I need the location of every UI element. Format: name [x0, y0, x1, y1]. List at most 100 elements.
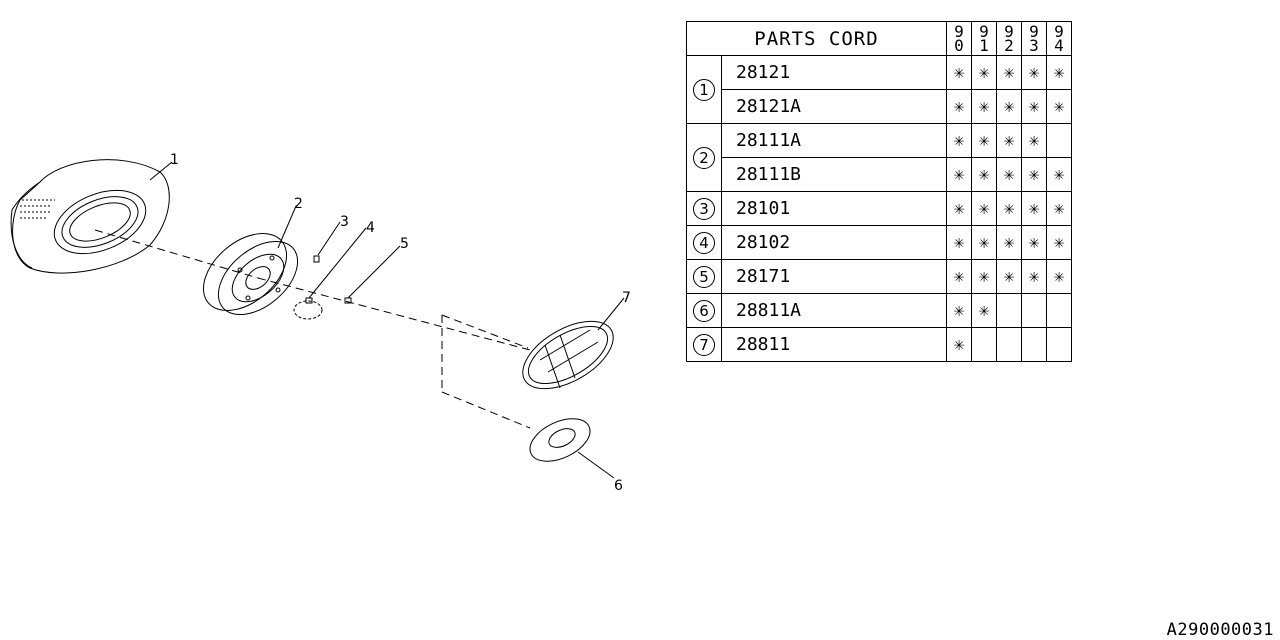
part-index-number: 1: [693, 78, 715, 101]
part-index-number: 2: [693, 146, 715, 169]
year-mark: ✳: [1021, 157, 1047, 192]
callout-3: 3: [340, 214, 349, 230]
part-index: 3: [686, 191, 722, 226]
hardware-drawing: [293, 255, 352, 320]
year-mark: ✳: [971, 225, 997, 260]
year-mark: [1046, 327, 1072, 362]
callout-5: 5: [400, 236, 409, 252]
cover-drawing: [522, 320, 614, 390]
part-code: 28121A: [721, 89, 947, 124]
assembly-lines: [94, 229, 531, 429]
part-index-number: 7: [693, 333, 715, 356]
part-index: 2: [686, 123, 722, 192]
year-mark: ✳: [1021, 55, 1047, 90]
part-code: 28811A: [721, 293, 947, 328]
year-mark: ✳: [971, 259, 997, 294]
year-mark: ✳: [1021, 89, 1047, 124]
year-mark: ✳: [996, 123, 1022, 158]
table-title: PARTS CORD: [686, 21, 947, 56]
year-mark: ✳: [946, 259, 972, 294]
year-mark: ✳: [946, 191, 972, 226]
leader-lines: [149, 161, 625, 479]
year-mark: ✳: [971, 157, 997, 192]
callout-1: 1: [170, 152, 179, 168]
part-index-number: 3: [693, 197, 715, 220]
year-mark: [1021, 293, 1047, 328]
year-mark: ✳: [996, 191, 1022, 226]
callout-7: 7: [622, 290, 631, 306]
table-row: 28111B✳✳✳✳✳: [687, 157, 1072, 192]
part-index-number: 5: [693, 265, 715, 288]
part-index: 1: [686, 55, 722, 124]
year-mark: [971, 327, 997, 362]
year-mark: ✳: [1046, 259, 1072, 294]
part-index: 5: [686, 259, 722, 294]
part-index-number: 6: [693, 299, 715, 322]
ornament-drawing: [529, 418, 591, 462]
year-mark: [1046, 293, 1072, 328]
year-mark: [996, 327, 1022, 362]
year-mark: ✳: [946, 225, 972, 260]
callout-4: 4: [366, 220, 375, 236]
part-code: 28811: [721, 327, 947, 362]
year-mark: ✳: [971, 293, 997, 328]
tire-drawing: [10, 159, 170, 274]
part-code: 28171: [721, 259, 947, 294]
year-mark: ✳: [996, 89, 1022, 124]
exploded-parts-diagram: 1 2 3 4 5 6 7: [10, 152, 631, 494]
part-index: 6: [686, 293, 722, 328]
year-mark: ✳: [971, 55, 997, 90]
part-code: 28111B: [721, 157, 947, 192]
year-mark: ✳: [996, 225, 1022, 260]
year-mark: ✳: [946, 157, 972, 192]
year-mark: ✳: [946, 123, 972, 158]
year-mark: ✳: [946, 327, 972, 362]
part-code: 28121: [721, 55, 947, 90]
part-code: 28102: [721, 225, 947, 260]
year-mark: ✳: [946, 55, 972, 90]
reference-id: A290000031: [1166, 620, 1274, 640]
year-mark: [1046, 123, 1072, 158]
table-row: 7 28811✳: [686, 327, 1072, 362]
callout-6: 6: [614, 478, 623, 494]
year-mark: ✳: [1046, 225, 1072, 260]
table-row: 28121A✳✳✳✳✳: [687, 89, 1072, 124]
wheel-drawing: [202, 233, 299, 316]
year-mark: ✳: [971, 191, 997, 226]
part-code: 28101: [721, 191, 947, 226]
callout-2: 2: [294, 196, 303, 212]
year-mark: ✳: [996, 259, 1022, 294]
year-mark: [1021, 327, 1047, 362]
part-index-number: 4: [693, 231, 715, 254]
callout-labels: 1 2 3 4 5 6 7: [170, 152, 631, 494]
part-index: 7: [686, 327, 722, 362]
year-mark: ✳: [946, 89, 972, 124]
year-mark: ✳: [1021, 191, 1047, 226]
year-mark: ✳: [946, 293, 972, 328]
year-mark: ✳: [1046, 191, 1072, 226]
year-mark: [996, 293, 1022, 328]
year-mark: ✳: [971, 123, 997, 158]
year-mark: ✳: [1021, 259, 1047, 294]
year-mark: ✳: [1021, 225, 1047, 260]
year-mark: ✳: [1046, 55, 1072, 90]
year-mark: ✳: [996, 157, 1022, 192]
year-mark: ✳: [996, 55, 1022, 90]
part-code: 28111A: [721, 123, 947, 158]
part-index: 4: [686, 225, 722, 260]
year-mark: ✳: [971, 89, 997, 124]
year-mark: ✳: [1046, 157, 1072, 192]
year-mark: ✳: [1021, 123, 1047, 158]
